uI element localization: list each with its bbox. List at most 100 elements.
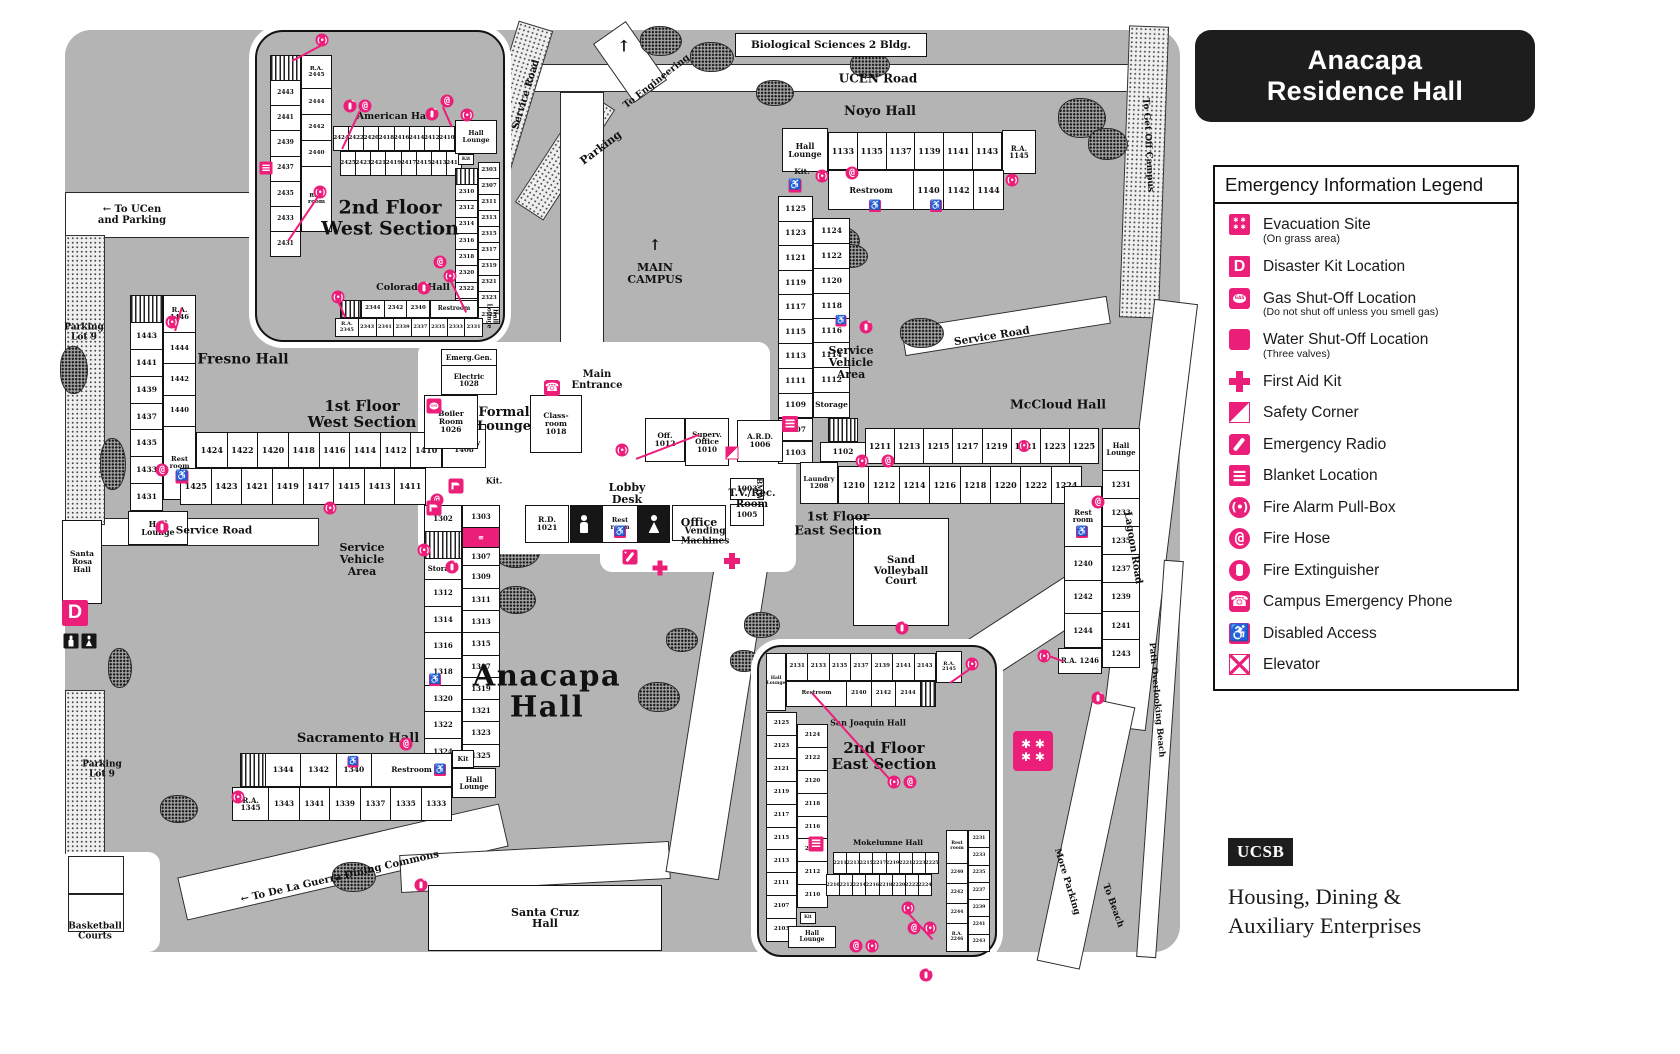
legend-item: Safety Corner (1229, 402, 1505, 424)
room-cell: 2223 (911, 853, 925, 873)
legend-item-label: Evacuation Site(On grass area) (1263, 216, 1371, 246)
disabled-icon (347, 756, 359, 768)
room-cell: 2418 (378, 127, 394, 150)
hose-icon (433, 255, 447, 269)
room-cell: 1120 (814, 267, 849, 293)
hose-icon (1091, 495, 1105, 509)
tv-rec-room-label: T.V./Rec.Room (728, 488, 776, 510)
room-cell: 2218 (878, 875, 892, 895)
room-cell: 2343 (357, 319, 376, 336)
alarm-icon (1037, 649, 1051, 663)
alarm-icon (815, 169, 829, 183)
room-cell: 1309 (463, 565, 499, 587)
room-cell: 1423 (210, 469, 242, 504)
room-cell: 1311 (463, 587, 499, 610)
wi-right-col-a: 23102312231423162318232023222324 (455, 168, 478, 315)
room-cell: 1242 (1065, 579, 1101, 614)
room-cell: 2417 (400, 152, 416, 175)
room-cell: Storage (814, 392, 849, 417)
room-cell: 2414 (408, 127, 424, 150)
room-cell: 1435 (131, 429, 162, 456)
room-1003: 1003 (730, 478, 764, 500)
room-cell: 2439 (271, 130, 300, 155)
ext-icon (417, 281, 431, 295)
room-cell: 1321 (463, 699, 499, 721)
room-cell: 2441 (271, 105, 300, 130)
room-cell: 2323 (479, 290, 499, 307)
legend-item: Elevator (1229, 654, 1505, 676)
room-cell: 1212 (868, 467, 898, 503)
room-cell: 1419 (271, 469, 303, 504)
room-cell: 1140 (913, 171, 943, 209)
room-cell: 1437 (131, 402, 162, 430)
tree (744, 612, 780, 638)
gas-icon (1229, 287, 1250, 309)
stairs (425, 531, 461, 558)
room-cell: 1217 (952, 429, 981, 463)
room-cell: 2120 (798, 769, 827, 793)
legend-item: First Aid Kit (1229, 371, 1505, 392)
tree (640, 26, 682, 56)
room-cell: 2131 (789, 663, 805, 670)
room-cell: 1103 (785, 447, 806, 457)
room-1103: 1103 (778, 441, 813, 464)
room-cell: 1413 (363, 469, 395, 504)
room-cell: 1233 (1103, 497, 1139, 526)
tree (900, 318, 944, 348)
ei-kit: Kit (800, 912, 816, 924)
room-cell: 1137 (885, 133, 915, 169)
legend-item-label: Fire Alarm Pull-Box (1263, 498, 1396, 516)
room-cell: 2337 (411, 319, 429, 336)
road (505, 64, 1153, 92)
room-cell: 2242 (947, 883, 967, 903)
room-cell: 1116 (814, 317, 849, 343)
male-icon (63, 633, 79, 649)
room-cell: 2419 (385, 152, 401, 175)
water-icon (426, 500, 442, 516)
alarm-icon (965, 657, 979, 671)
blanket-icon (1229, 465, 1250, 487)
room-cell: Emerg.Gen. (445, 353, 493, 362)
office-1012: Off.1012 (645, 418, 685, 462)
room-cell: 2321 (479, 274, 499, 291)
room-cell: 1411 (394, 469, 425, 504)
room-cell: 1442 (164, 363, 195, 394)
colorado-hall-label: Colorado Hall (376, 281, 450, 293)
room-cell: 2440 (302, 139, 331, 166)
aid-icon (652, 560, 668, 576)
road (65, 518, 319, 546)
blanket-icon (782, 416, 798, 432)
room-cell: 2314 (456, 216, 477, 233)
room-cell: 1440 (164, 394, 195, 426)
room-cell: 1313 (463, 610, 499, 632)
alarm-icon (231, 790, 245, 804)
room-cell: 1223 (1039, 429, 1069, 463)
legend-item: Campus Emergency Phone (1229, 591, 1505, 613)
disabled-icon (788, 179, 802, 193)
room-cell: 1324 (425, 737, 461, 764)
ext-icon (859, 320, 873, 334)
legend-item-label: Fire Hose (1263, 530, 1331, 548)
stairs (241, 754, 266, 786)
map-title-line2: Residence Hall (1266, 76, 1464, 106)
tree (498, 586, 536, 614)
room-cell: 1303 (471, 512, 491, 521)
room-cell: 1144 (973, 171, 1003, 209)
